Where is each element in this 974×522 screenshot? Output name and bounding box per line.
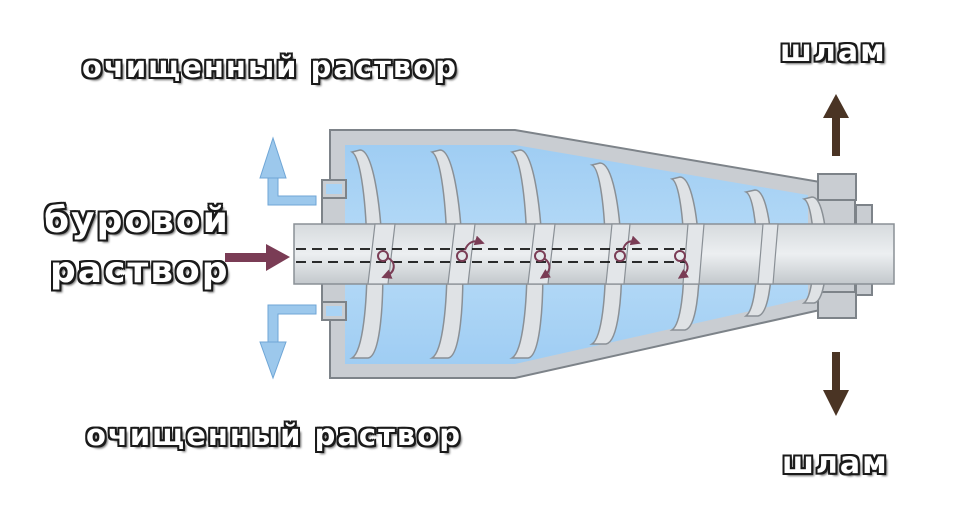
arrow-bent-icon bbox=[259, 136, 317, 380]
cleaned-solution-label-bottom: очищенный раствор bbox=[86, 418, 462, 452]
sludge-label-top: шлам bbox=[780, 34, 887, 69]
right-end-cap bbox=[817, 173, 857, 201]
sludge-label-bottom: шлам bbox=[782, 446, 889, 481]
rotation-arrow-icon bbox=[377, 235, 689, 279]
arrow-right-icon bbox=[225, 244, 290, 271]
cleaned-solution-label-top: очищенный раствор bbox=[82, 50, 458, 84]
drilling-fluid-label-line1: буровой bbox=[44, 200, 230, 241]
arrow-vertical-icon bbox=[823, 94, 849, 416]
drilling-fluid-label-line2: раствор bbox=[50, 250, 230, 291]
feed-tube bbox=[296, 248, 685, 263]
